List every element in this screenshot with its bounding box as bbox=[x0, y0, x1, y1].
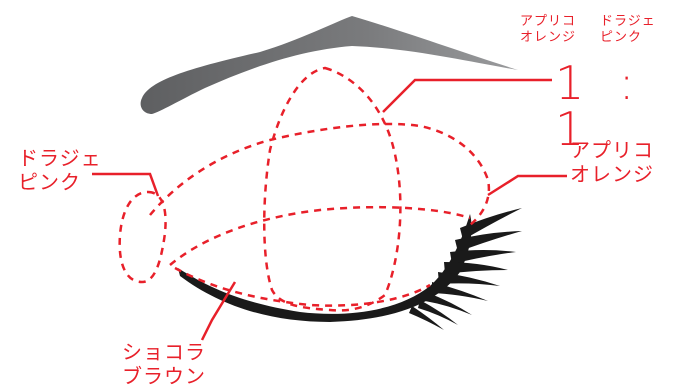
right-label: アプリコ オレンジ bbox=[570, 138, 654, 186]
ratio-right-label-line2: ピンク bbox=[600, 29, 643, 45]
upper-lid-dotted-outline bbox=[149, 122, 491, 226]
inner-corner-dotted-oval bbox=[118, 190, 167, 284]
leader-line-left bbox=[92, 172, 160, 197]
crease-dotted-line bbox=[169, 205, 471, 266]
left-label-line2: ピンク bbox=[18, 170, 81, 194]
ratio-left-label-line1: アプリコ bbox=[520, 14, 577, 29]
ratio-right-label-line1: ドラジェ bbox=[600, 14, 656, 29]
ratio-left-label: アプリコ オレンジ bbox=[520, 14, 576, 45]
center-vertical-dotted-oval bbox=[263, 66, 402, 312]
ratio-right-label: ドラジェ ピンク bbox=[600, 14, 656, 45]
lower-dotted-outline bbox=[174, 266, 431, 307]
bottom-label-line2: ブラウン bbox=[122, 364, 206, 388]
ratio-left-label-line2: オレンジ bbox=[520, 29, 577, 45]
ratio-value: 1 : 1 bbox=[555, 56, 645, 156]
bottom-label-line1: ショコラ bbox=[122, 340, 206, 364]
eyelashes bbox=[409, 208, 522, 330]
bottom-label: ショコラ ブラウン bbox=[122, 340, 206, 388]
right-label-line2: オレンジ bbox=[570, 162, 654, 186]
left-label: ドラジェ ピンク bbox=[18, 146, 102, 194]
leader-line-right bbox=[487, 174, 567, 197]
left-label-line1: ドラジェ bbox=[18, 146, 102, 170]
right-label-line1: アプリコ bbox=[570, 138, 654, 162]
eyebrow-shape bbox=[140, 16, 518, 114]
leader-line-bottom bbox=[200, 281, 237, 341]
leader-line-top bbox=[382, 78, 552, 113]
